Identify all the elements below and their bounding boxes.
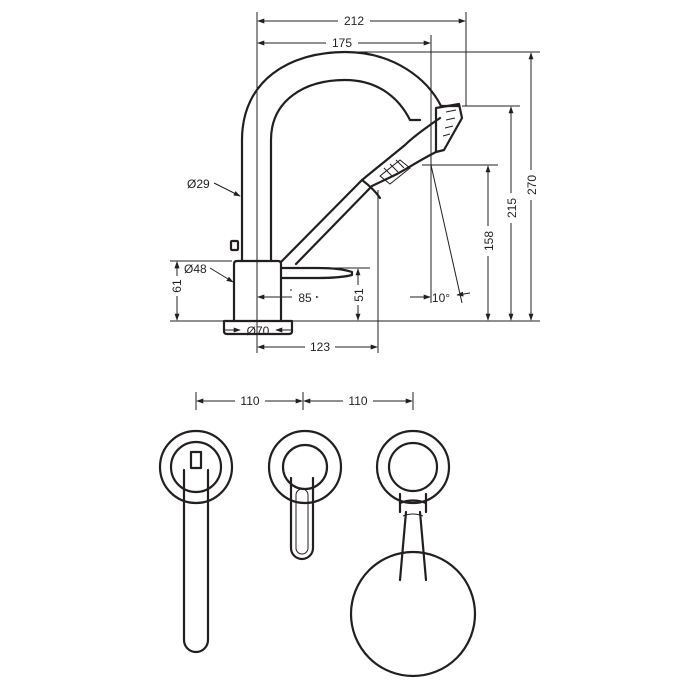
side-view: 212 175 270 215 158 10° Ø29 Ø48 61 [168,12,540,354]
dim-spacing-right: 110 [348,394,367,408]
base-plate [222,319,294,336]
lever-handle [279,266,354,280]
diverter-button [229,239,240,252]
dim-height-base: 61 [170,279,184,293]
spout-top [182,468,210,654]
spout-pipe-inner [269,78,422,263]
top-view: 110 110 [158,392,477,678]
dim-width-spout: 175 [332,36,352,50]
shower-head-top [349,550,477,678]
dim-pipe-diameter: Ø29 [187,177,210,191]
shower-base-outer [375,429,451,505]
dim-height-outlet: 158 [482,231,496,251]
dim-lever-diameter: Ø48 [184,262,207,276]
dim-height-handshower: 215 [505,198,519,218]
hand-shower-body [279,116,442,264]
dim-width-overall: 212 [344,14,364,28]
dim-spacing-left: 110 [240,394,259,408]
hand-shower-head [434,102,464,154]
dim-lever-length: 85 [298,291,312,305]
mixer-base-outer [267,429,343,505]
dim-angle: 10° [432,291,450,305]
dim-base-diameter: Ø70 [247,324,270,338]
dim-reach: 123 [310,340,330,354]
mixer-lever-top [289,476,315,561]
spout-base-outer [158,429,234,505]
shower-handle-top [398,510,428,582]
dim-height-lever: 51 [352,288,366,302]
dim-height-overall: 270 [525,175,539,195]
